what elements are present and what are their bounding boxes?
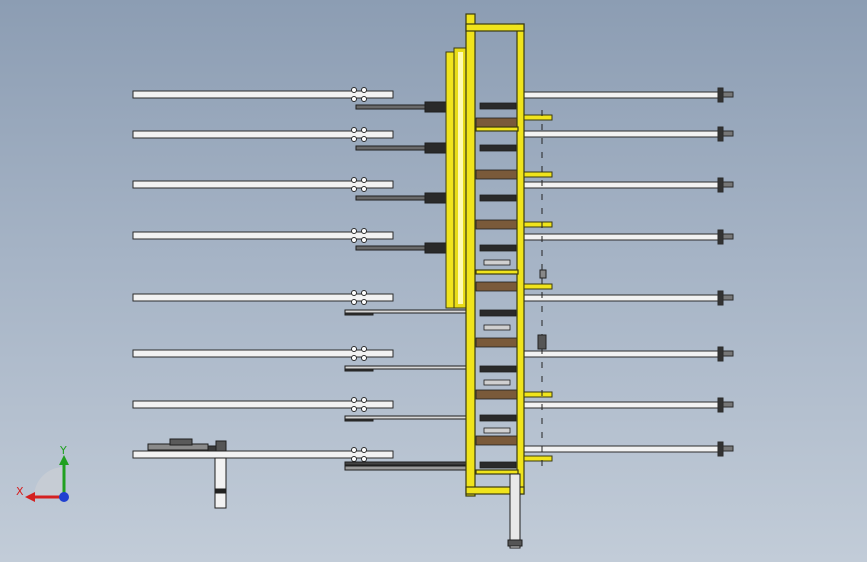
- left-arm-5: [132, 290, 394, 305]
- right-yellow-tabs: [523, 114, 553, 462]
- left-arm-8: [132, 447, 394, 462]
- left-arm-4: [132, 228, 394, 243]
- right-arm-3: [519, 177, 734, 193]
- main-frame: [465, 13, 525, 497]
- guide-7: [344, 415, 468, 422]
- bottom-left-mechanism: [147, 438, 227, 509]
- right-arm-7: [519, 397, 734, 413]
- left-arm-3: [132, 177, 394, 192]
- right-arm-6: [519, 346, 734, 362]
- left-arm-2: [132, 127, 394, 142]
- inner-mechanism: [475, 102, 521, 469]
- bottom-support: [507, 473, 523, 549]
- guide-5: [344, 309, 468, 316]
- left-arm-1: [132, 87, 394, 102]
- right-arm-5: [519, 290, 734, 306]
- z-axis-dot: [59, 492, 69, 502]
- guide-8: [344, 461, 468, 471]
- left-arm-6: [132, 346, 394, 361]
- left-arm-group: [132, 87, 394, 462]
- right-arm-2: [519, 126, 734, 142]
- left-arm-7: [132, 397, 394, 412]
- y-axis-arrowhead: [59, 455, 69, 465]
- shaft-group: [344, 101, 469, 471]
- x-axis-label: X: [16, 485, 24, 498]
- left-side-posts: [445, 47, 469, 309]
- y-axis-label: Y: [59, 444, 67, 457]
- x-axis-arrowhead: [25, 492, 35, 502]
- right-arm-8: [519, 441, 734, 457]
- right-arm-4: [519, 229, 734, 245]
- right-guide-column: [537, 110, 547, 470]
- guide-6: [344, 365, 468, 372]
- right-arm-1: [519, 87, 734, 103]
- right-arm-group: [519, 87, 734, 457]
- coordinate-triad: Y X: [16, 444, 69, 502]
